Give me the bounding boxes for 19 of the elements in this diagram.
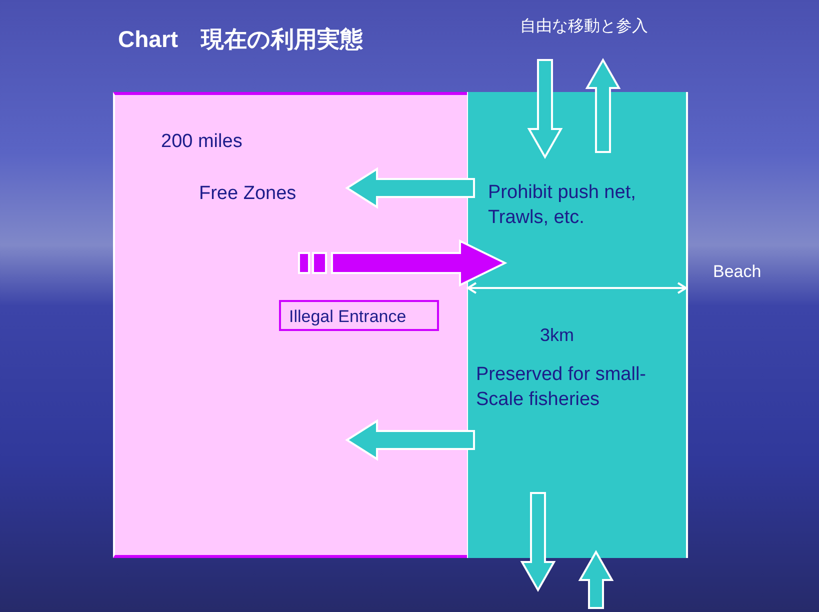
label-box xyxy=(279,300,439,331)
block-arrow xyxy=(578,550,614,609)
coastal-zone-area xyxy=(467,92,688,558)
block-arrow xyxy=(527,59,563,160)
zone-text: Free Zones xyxy=(199,182,298,206)
block-arrow xyxy=(298,239,508,287)
zone-text: Preserved for small-Scale fisheries xyxy=(476,363,647,412)
label-text: Illegal Entrance xyxy=(289,306,408,328)
zone-text: 200 miles xyxy=(161,130,244,154)
free-zone-area xyxy=(113,92,467,558)
label-text: 自由な移動と参入 xyxy=(520,16,649,37)
block-arrow xyxy=(345,167,475,209)
block-arrow xyxy=(345,419,475,461)
zone-text: Prohibit push net, Trawls, etc. xyxy=(488,181,637,230)
place-label: Beach xyxy=(713,262,762,282)
dimension-label: 3km xyxy=(540,325,574,346)
block-arrow xyxy=(585,58,621,153)
block-arrow xyxy=(520,492,556,592)
title: Chart 現在の利用実態 xyxy=(118,25,364,54)
